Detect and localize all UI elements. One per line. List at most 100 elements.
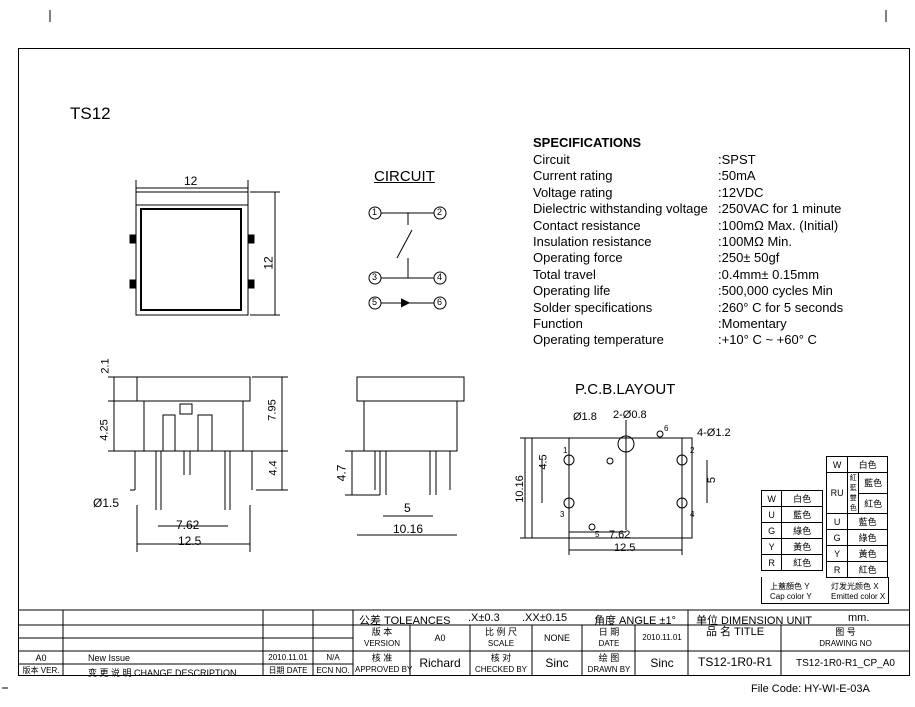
scale-label-en: SCALE	[487, 639, 515, 648]
spec-label: Total travel	[533, 266, 596, 282]
version-label-cn: 版 本	[371, 627, 393, 637]
pcb-pin-4: 4	[690, 510, 695, 519]
spec-value: :100MΩ Min.	[718, 234, 793, 249]
front-dim-dia: Ø1.5	[93, 496, 120, 510]
title-label: 品 名 TITLE	[705, 626, 765, 638]
scale-label-cn: 比 例 尺	[484, 627, 517, 637]
circuit-heading: CIRCUIT	[374, 168, 435, 185]
emitted-caption-en: Emitted color X	[831, 592, 886, 601]
pcb-pin-6: 6	[664, 424, 669, 433]
drawing-no-label-en: DRAWING NO	[819, 639, 872, 648]
pcb-heading: P.C.B.LAYOUT	[575, 381, 676, 398]
spec-value: :50mA	[718, 168, 756, 184]
pin-6-label: 6	[437, 297, 443, 307]
tolerance-1: .X±0.3	[468, 612, 500, 624]
side-dim-10-16: 10.16	[393, 522, 424, 536]
spec-label: Operating force	[533, 250, 623, 266]
approved-value: Richard	[419, 656, 461, 670]
spec-label: Contact resistance	[533, 217, 641, 233]
title-value: TS12-1R0-R1	[697, 655, 773, 669]
rev-ecn: N/A	[326, 653, 340, 662]
date-label-cn: 日 期	[598, 627, 620, 637]
pcb-pin-3: 3	[560, 510, 565, 519]
approved-label-en: APPROVED BY	[355, 665, 413, 674]
dimension-unit-label: 单位 DIMENSION UNIT	[696, 615, 813, 627]
spec-value: :SPST	[718, 152, 756, 167]
spec-value: :250± 50gf	[718, 250, 780, 266]
rev-description: New Issue	[88, 653, 131, 663]
scale-value: NONE	[543, 633, 570, 643]
pin-4-label: 4	[437, 272, 443, 282]
pcb-pin-5: 5	[595, 530, 600, 539]
version-value: A0	[434, 633, 446, 643]
spec-label: Voltage rating	[533, 184, 613, 200]
rev-date: 2010.11.01	[268, 653, 308, 662]
drawing-no-value: TS12-1R0-R1_CP_A0	[796, 658, 895, 669]
header-date: 日期 DATE	[268, 666, 308, 675]
dimension-unit-value: mm.	[848, 612, 870, 624]
angle-tolerance: 角度 ANGLE ±1°	[594, 615, 676, 627]
front-dim-12-5: 12.5	[178, 534, 202, 548]
cap-color-caption-en: Cap color Y	[770, 592, 812, 601]
spec-label: Operating life	[533, 283, 611, 299]
spec-label: Insulation resistance	[533, 234, 652, 249]
spec-value: :100mΩ Max. (Initial)	[718, 217, 839, 233]
drawing-frame	[18, 48, 910, 676]
header-ecn: ECN NO.	[316, 666, 350, 675]
checked-label-en: CHECKED BY	[474, 665, 527, 674]
emitted-caption-cn: 灯发光颜色 X	[831, 582, 879, 591]
checked-value: Sinc	[545, 656, 569, 670]
side-dim-5: 5	[404, 501, 411, 515]
page-title: TS12	[70, 104, 111, 123]
drawn-value: Sinc	[650, 656, 674, 670]
pcb-dim-7-62: 7.62	[609, 529, 631, 541]
tolerances-label: 公差 TOLEANCES	[359, 615, 451, 627]
spec-label: Function	[533, 316, 583, 331]
spec-value: :+10° C ~ +60° C	[718, 332, 817, 348]
led-icon: ▶	[401, 295, 411, 309]
cap-color-caption-cn: 上蓋顏色 Y	[770, 582, 810, 591]
spec-value: :260° C for 5 seconds	[718, 299, 844, 315]
spec-value: :250VAC for 1 minute	[718, 201, 842, 217]
spec-value: :12VDC	[718, 184, 764, 200]
date-value: 2010.11.01	[642, 633, 682, 642]
rev-version: A0	[35, 653, 47, 663]
pin-1-label: 1	[372, 207, 378, 217]
pcb-dim-2-holes: 2-Ø0.8	[613, 409, 647, 421]
top-dim-width: 12	[184, 174, 198, 188]
spec-label: Circuit	[533, 152, 570, 167]
pcb-pin-2: 2	[690, 446, 695, 455]
date-label-en: DATE	[598, 639, 620, 648]
pin-2-label: 2	[437, 207, 443, 217]
drawing-no-label-cn: 图 号	[835, 627, 856, 637]
spec-label: Solder specifications	[533, 299, 653, 315]
specs-heading: SPECIFICATIONS	[533, 135, 642, 150]
header-version: 版本 VER.	[22, 666, 60, 675]
pcb-dim-12-5: 12.5	[614, 542, 636, 554]
pcb-dim-4-holes: 4-Ø1.2	[697, 427, 731, 439]
spec-label: Current rating	[533, 168, 613, 184]
front-dim-7-62: 7.62	[176, 518, 200, 532]
pin-3-label: 3	[372, 272, 378, 282]
approved-label-cn: 核 准	[371, 653, 393, 663]
spec-value: :Momentary	[718, 316, 787, 331]
version-label-en: VERSION	[363, 639, 400, 648]
spec-value: :0.4mm± 0.15mm	[718, 266, 820, 282]
tolerance-2: .XX±0.15	[522, 612, 568, 624]
drawn-label-en: DRAWN BY	[587, 665, 631, 674]
spec-label: Dielectric withstanding voltage	[533, 201, 708, 217]
checked-label-cn: 核 对	[490, 653, 512, 663]
pin-5-label: 5	[372, 297, 378, 307]
spec-label: Operating temperature	[533, 332, 664, 348]
spec-value: :500,000 cycles Min	[718, 283, 833, 299]
pcb-pin-1: 1	[563, 446, 568, 455]
file-code: File Code: HY-WI-E-03A	[751, 683, 870, 695]
pcb-dim-hole-large: Ø1.8	[573, 411, 597, 423]
color-caption-box	[761, 577, 889, 604]
header-description: 变 更 说 明 CHANGE DESCRIPTION	[88, 668, 237, 678]
drawn-label-cn: 绘 图	[598, 653, 620, 663]
